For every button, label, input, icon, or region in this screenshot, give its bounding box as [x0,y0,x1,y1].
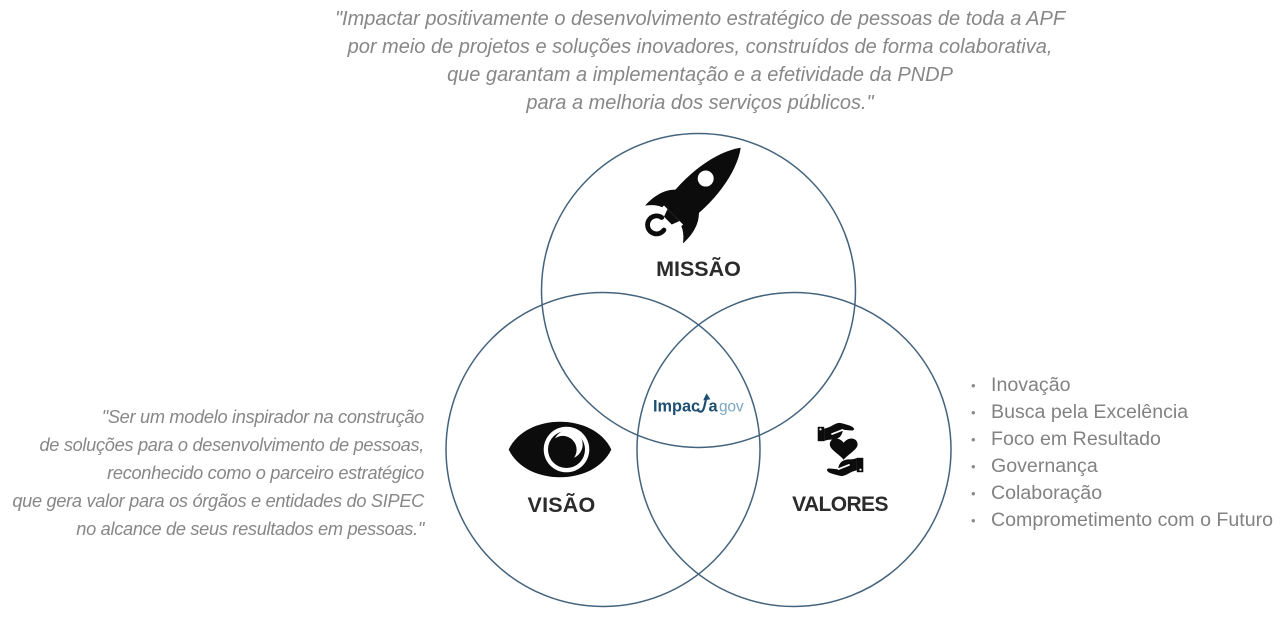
svg-text:gov: gov [719,398,744,415]
svg-text:Impac: Impac [653,397,700,415]
svg-text:a: a [709,397,719,415]
